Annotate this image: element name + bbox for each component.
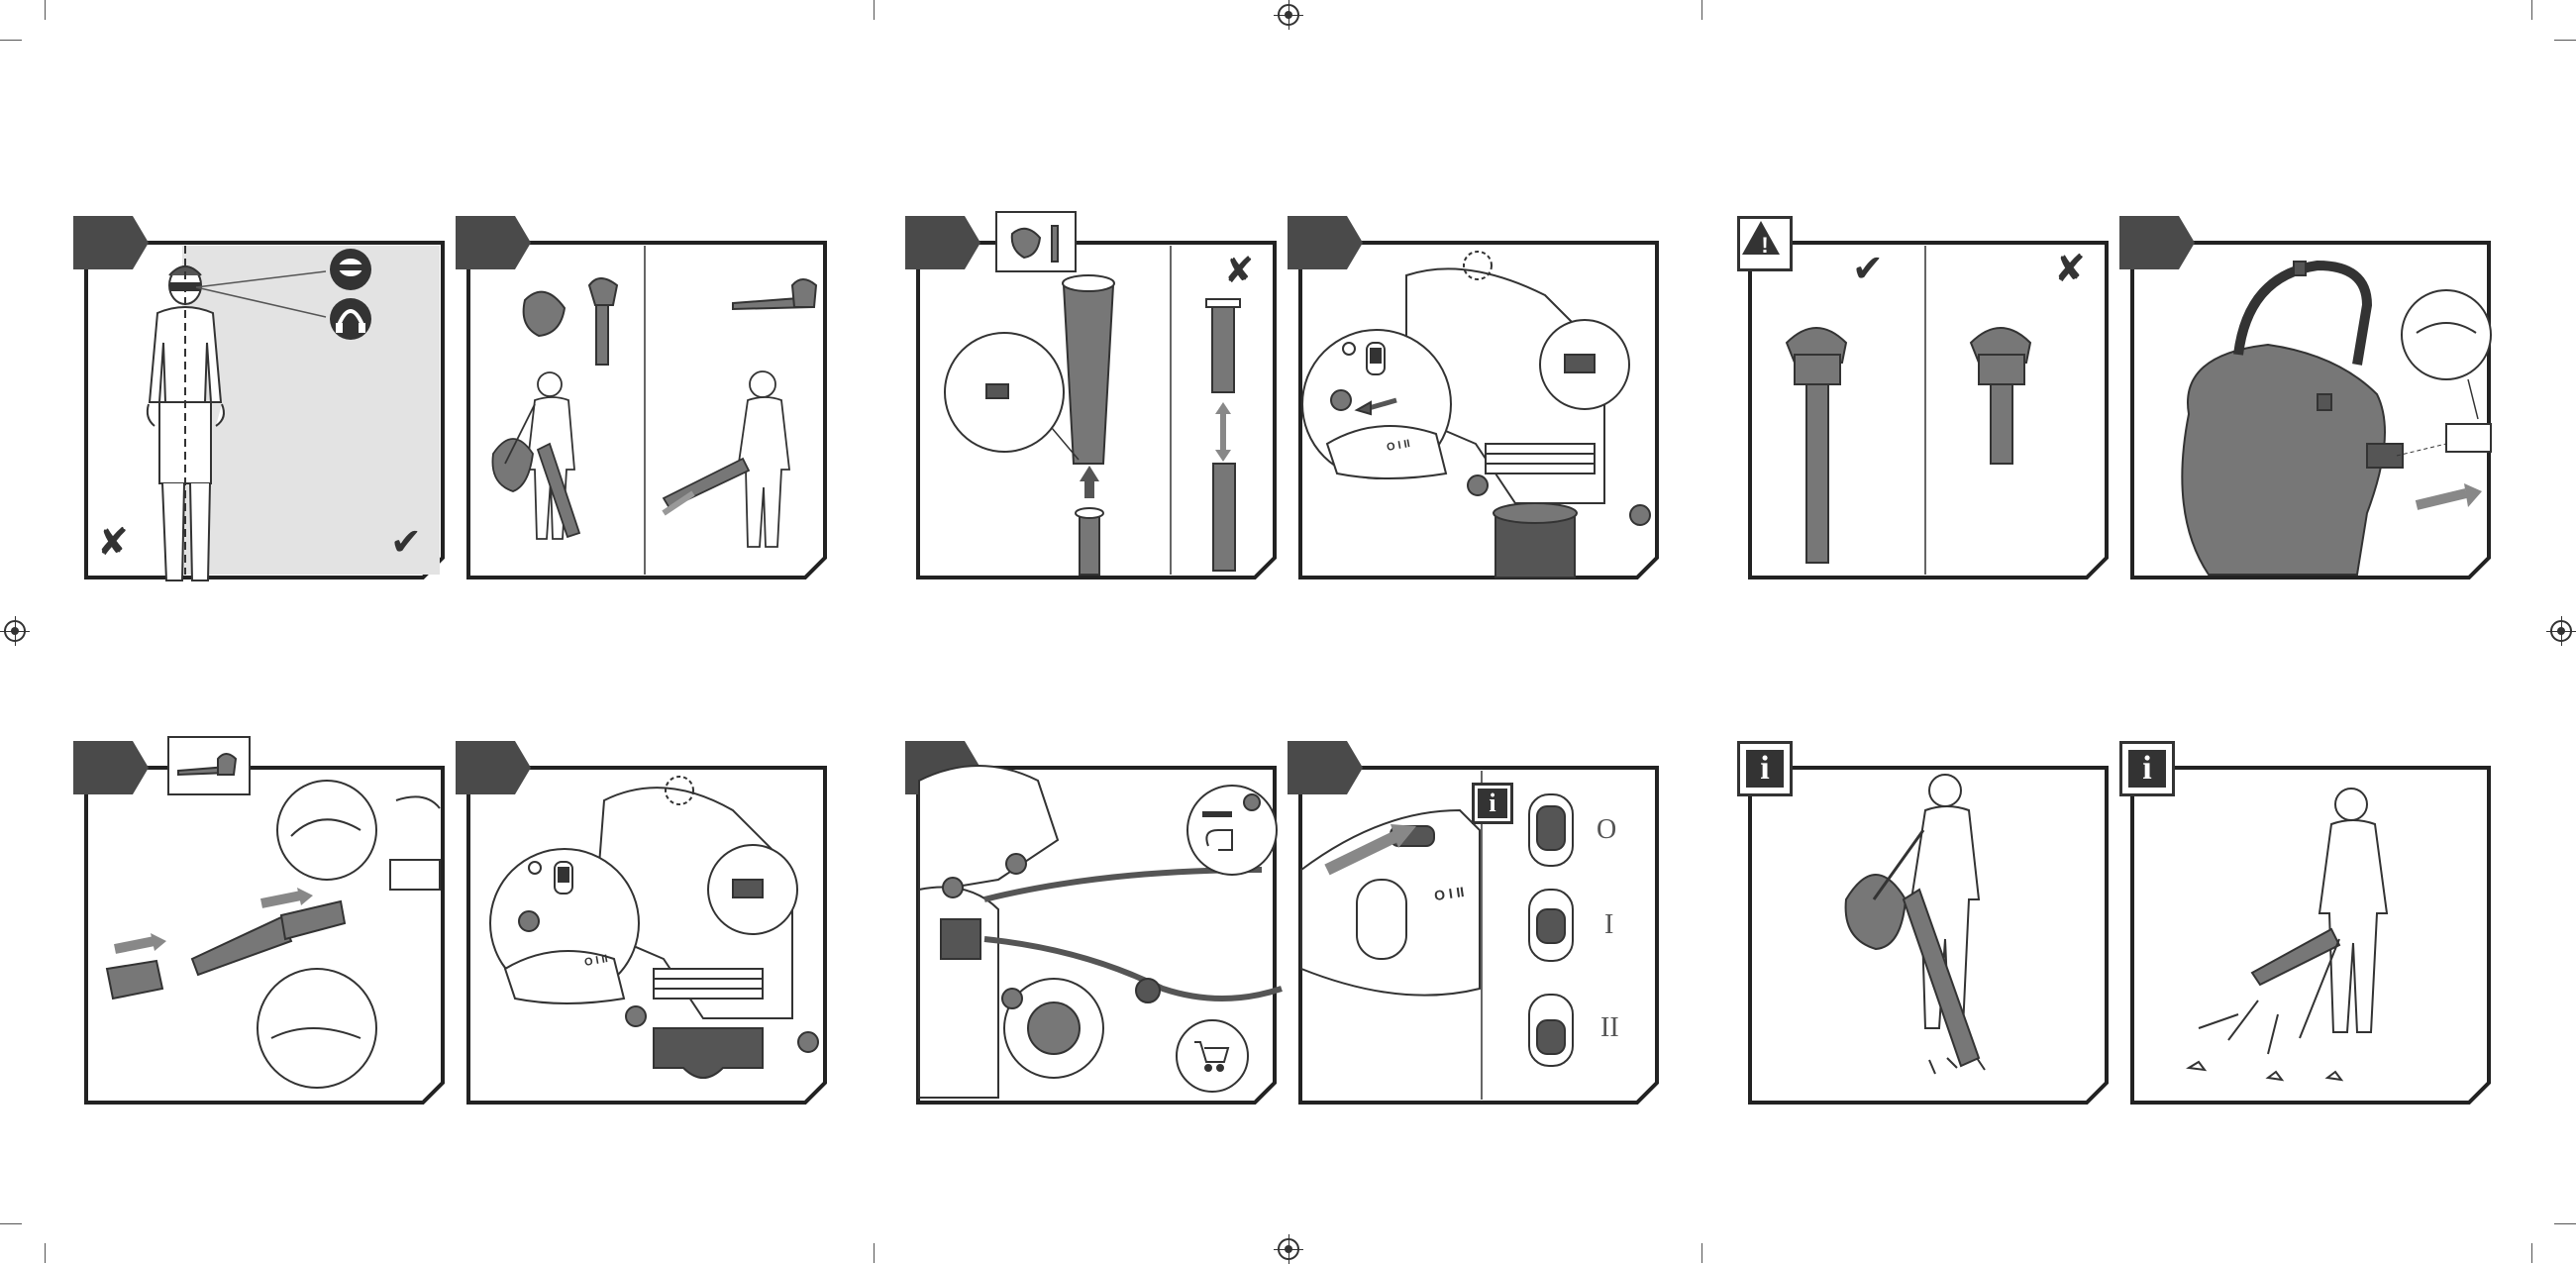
yes-mark: ✔	[390, 523, 422, 561]
switch-label-1: I	[1604, 911, 1613, 939]
panel-housing-attach-2: O I II	[456, 741, 832, 1106]
info-badge: i	[1737, 741, 1793, 796]
panel-operating-modes	[456, 216, 832, 580]
yes-mark: ✔	[1852, 250, 1884, 287]
crop-mark	[0, 40, 22, 41]
crop-mark	[0, 1223, 22, 1224]
crop-mark	[2554, 1223, 2576, 1224]
warning-badge: !	[1737, 216, 1793, 271]
switch-off	[1529, 794, 1573, 866]
info-icon: i	[1478, 789, 1507, 818]
no-mark: ✘	[1224, 254, 1254, 289]
info-badge: i	[2119, 741, 2175, 796]
switch-pos-2	[1529, 995, 1573, 1066]
panel-warning-tube-check: ! ✔ ✘	[1737, 216, 2113, 580]
no-mark: ✘	[2054, 250, 2086, 287]
registration-mark-left	[4, 620, 26, 642]
zoom-circle	[945, 333, 1064, 452]
switch-zoom-circle	[1302, 330, 1451, 478]
switch-zoom-circle	[490, 849, 639, 1003]
crop-mark	[45, 0, 46, 20]
plug-icon	[1187, 786, 1277, 875]
bag-zoom-circle	[2402, 290, 2491, 379]
registration-mark-bottom	[1278, 1238, 1299, 1260]
registration-mark-top	[1278, 4, 1299, 26]
crop-mark	[1701, 1243, 1702, 1263]
switch-label-off: O	[1597, 816, 1616, 844]
panel-vacuum-usage: i	[1737, 741, 2113, 1106]
no-mark: ✘	[97, 523, 129, 561]
panel-housing-attach: O I II	[1288, 216, 1664, 580]
info-icon: i	[2128, 750, 2166, 788]
info-badge: i	[1472, 783, 1513, 824]
panel-safety-gear: ✘ ✔	[73, 216, 450, 580]
panel-power-cord	[905, 741, 1282, 1106]
switch-label-2: II	[1600, 1014, 1619, 1042]
crop-mark	[874, 1243, 875, 1263]
crop-mark	[2554, 40, 2576, 41]
switch-pos-1	[1529, 890, 1573, 961]
crop-mark	[1701, 0, 1702, 20]
goggles-icon	[330, 249, 371, 290]
panel-switch-positions: i O I II O I II	[1288, 741, 1664, 1106]
panel-blower-tube-assembly	[73, 741, 450, 1106]
crop-mark	[874, 0, 875, 20]
crop-mark	[2531, 0, 2532, 20]
panel-bag-attach	[2119, 216, 2496, 580]
crop-mark	[2531, 1243, 2532, 1263]
crop-mark	[45, 1243, 46, 1263]
warning-mark: !	[1740, 233, 1790, 259]
ear-protection-icon	[330, 298, 371, 340]
registration-mark-right	[2550, 620, 2572, 642]
panel-blower-usage: i	[2119, 741, 2496, 1106]
panel-vacuum-tube-assembly: ✘	[905, 216, 1282, 580]
info-icon: i	[1746, 750, 1784, 788]
socket-zoom-circle	[1002, 979, 1103, 1078]
cart-icon	[1177, 1020, 1248, 1092]
